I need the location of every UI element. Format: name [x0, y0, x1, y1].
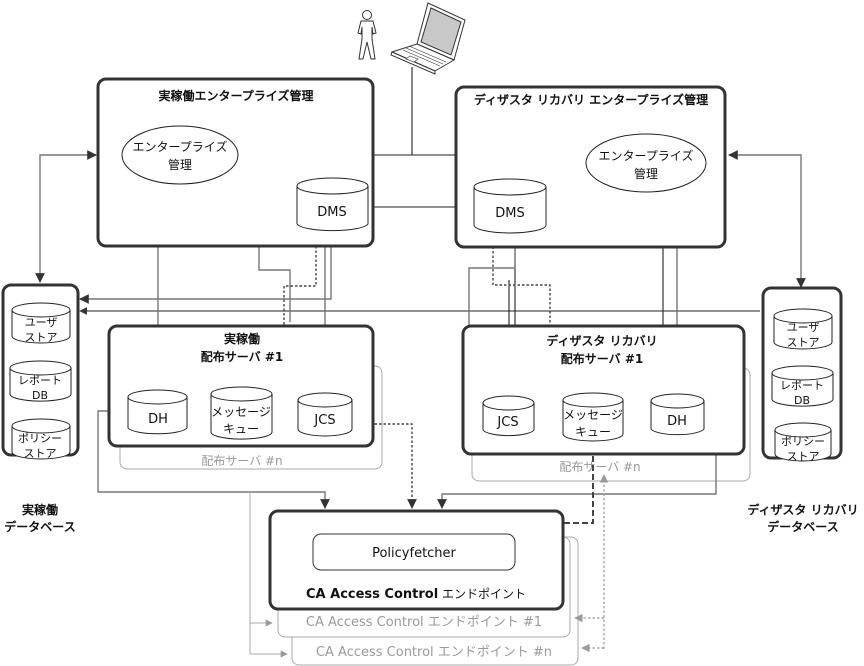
- dr-report-db-line2: DB: [794, 394, 810, 407]
- production-policy-store-line1: ポリシー: [18, 432, 62, 445]
- production-policy-store[interactable]: [11, 418, 71, 460]
- dr-ds-title-line2: 配布サーバ #1: [561, 351, 643, 366]
- dr-policy-store-line2: ストア: [787, 450, 820, 463]
- dr-user-store[interactable]: [773, 308, 833, 350]
- dr-report-db[interactable]: [771, 365, 834, 407]
- production-report-db[interactable]: [9, 360, 72, 402]
- production-ds-title-line1: 実稼働: [224, 331, 260, 346]
- dr-em-title: ディザスタ リカバリ エンタープライズ管理: [474, 92, 708, 107]
- production-policy-store-line2: ストア: [24, 447, 57, 460]
- dr-policy-store[interactable]: [774, 422, 832, 462]
- production-em-node-line2: 管理: [168, 157, 192, 172]
- dr-ds-n-label: 配布サーバ #n: [559, 460, 640, 474]
- prod-em-db-link: [35, 150, 97, 283]
- production-db-label-line1: 実稼働: [22, 502, 58, 517]
- dr-em-node-line1: エンタープライズ: [599, 148, 694, 163]
- production-em-node[interactable]: [121, 125, 239, 185]
- dr-db-label-line1: ディザスタ リカバリ: [747, 502, 858, 517]
- policyfetcher-label: Policyfetcher: [372, 546, 456, 561]
- production-report-db-line1: レポート: [18, 374, 62, 387]
- production-em-node-line1: エンタープライズ: [133, 139, 228, 154]
- production-user-store-line2: ストア: [25, 331, 58, 344]
- dr-db-label-line2: データベース: [767, 519, 838, 534]
- dr-report-db-line1: レポート: [780, 379, 824, 392]
- production-em-title: 実稼働エンタープライズ管理: [159, 88, 314, 103]
- production-dh-cylinder[interactable]: [127, 389, 188, 435]
- dr-ds-title-line1: ディザスタ リカバリ: [546, 333, 657, 348]
- dr-em-node[interactable]: [585, 133, 707, 193]
- dr-mq-line2: キュー: [575, 425, 611, 439]
- production-jcs-cylinder[interactable]: [297, 392, 353, 437]
- endpoint-1-label: CA Access Control エンドポイント #1: [306, 615, 542, 630]
- dr-user-store-line2: ストア: [787, 336, 820, 349]
- production-mq-cylinder[interactable]: [210, 386, 273, 440]
- dr-jcs-cylinder[interactable]: [482, 395, 535, 437]
- prod-dms-db-link: [79, 236, 332, 304]
- dr-user-store-line1: ユーザ: [787, 321, 820, 334]
- production-dms-cylinder[interactable]: [296, 177, 369, 232]
- person-icon: [357, 10, 377, 60]
- dr-em-node-line2: 管理: [634, 166, 658, 181]
- endpoint-title-bold: CA Access Control: [306, 587, 438, 602]
- endpoint-title-rest: エンドポイント: [438, 587, 526, 601]
- production-user-store-line1: ユーザ: [25, 316, 58, 329]
- dr-dms-cylinder[interactable]: [473, 178, 547, 234]
- endpoint-n-label: CA Access Control エンドポイント #n: [316, 645, 552, 660]
- prod-dh-endpoint-n-link: [249, 492, 288, 658]
- production-user-store[interactable]: [11, 302, 71, 344]
- policyfetcher-box[interactable]: [312, 533, 516, 571]
- laptop-icon: [390, 2, 466, 75]
- production-jcs-label: JCS: [313, 413, 335, 428]
- dr-mq-cylinder[interactable]: [562, 392, 624, 442]
- dr-policy-store-line1: ポリシー: [781, 435, 825, 448]
- dr-dh-label: DH: [667, 414, 687, 429]
- endpoint-title: CA Access Control エンドポイント: [306, 587, 526, 602]
- mq-dms-dotted-link: [271, 237, 321, 416]
- dr-mq-dms-dotted-link: [488, 237, 562, 415]
- production-db-label-line2: データベース: [4, 519, 75, 534]
- dr-mq-line1: メッセージ: [563, 408, 623, 422]
- production-dms-label: DMS: [317, 205, 346, 220]
- dr-em-db-link: [728, 150, 806, 288]
- dr-jcs-label: JCS: [496, 415, 518, 430]
- production-report-db-line2: DB: [32, 389, 48, 402]
- endpoint-dr-mq-dashed-link: [564, 438, 600, 524]
- production-dh-label: DH: [148, 412, 168, 427]
- production-mq-line2: キュー: [223, 422, 259, 436]
- dr-dh-cylinder[interactable]: [650, 393, 705, 436]
- production-ds-title-line2: 配布サーバ #1: [201, 349, 283, 364]
- production-mq-line1: メッセージ: [211, 405, 271, 419]
- production-ds-n-label: 配布サーバ #n: [201, 454, 282, 468]
- dr-dms-label: DMS: [495, 206, 524, 221]
